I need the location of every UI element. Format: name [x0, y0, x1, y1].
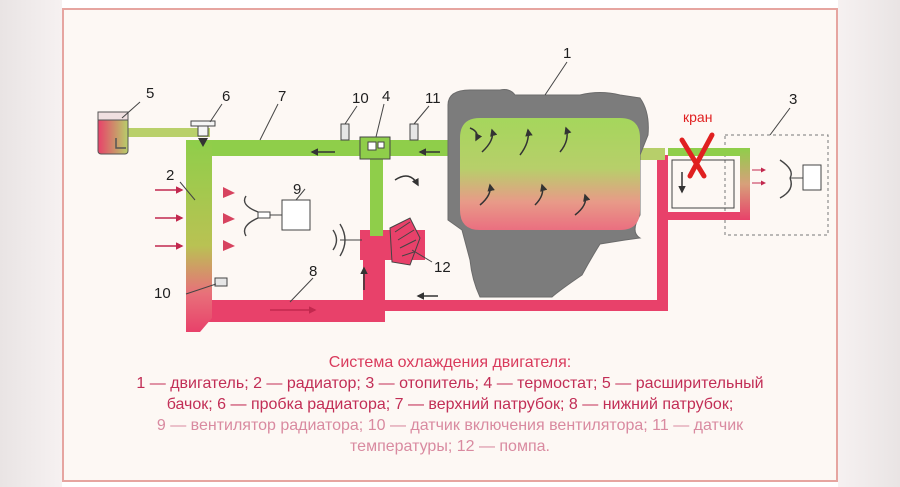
caption-line-1: 1 — двигатель; 2 — радиатор; 3 — отопите… — [136, 375, 764, 392]
valve-cross-mark — [679, 132, 715, 179]
label-10-top: 10 — [352, 90, 369, 107]
radiator-cap — [190, 120, 216, 147]
water-pump — [332, 217, 421, 266]
caption-line-2: бачок; 6 — пробка радиатора; 7 — верхний… — [166, 396, 734, 413]
label-12: 12 — [434, 259, 451, 276]
expansion-tank — [97, 111, 129, 155]
label-10-bottom: 10 — [154, 285, 171, 302]
label-6: 6 — [222, 88, 230, 105]
caption-line-4: температуры; 12 — помпа. — [350, 438, 550, 455]
label-7: 7 — [278, 88, 286, 105]
label-8: 8 — [309, 263, 317, 280]
label-9: 9 — [293, 181, 301, 198]
thermostat — [359, 136, 391, 160]
return-hose — [385, 155, 668, 311]
upper-hose — [122, 128, 665, 236]
label-2: 2 — [166, 167, 174, 184]
label-3: 3 — [789, 91, 797, 108]
caption-title: Система охлаждения двигателя: — [328, 354, 572, 371]
fan-sensor-10 — [340, 123, 350, 141]
right-blur-edge — [838, 0, 900, 487]
label-11: 11 — [425, 90, 441, 107]
air-flow-arrows — [155, 186, 184, 250]
engine-block — [447, 89, 649, 298]
fan-sensor-10-lower — [214, 277, 228, 287]
left-blur-edge — [0, 0, 62, 487]
heater — [668, 134, 829, 236]
label-valve: кран — [683, 109, 712, 125]
radiator-fan — [223, 187, 311, 251]
label-5: 5 — [146, 85, 154, 102]
caption-line-3: 9 — вентилятор радиатора; 10 — датчик вк… — [156, 417, 744, 434]
radiator — [186, 140, 212, 332]
coolant-flow-arrows — [270, 126, 686, 314]
temp-sensor-11 — [409, 123, 419, 141]
label-1: 1 — [563, 45, 571, 62]
diagram-caption: Система охлаждения двигателя: 1 — двигат… — [62, 352, 838, 457]
leader-lines — [121, 61, 791, 303]
label-4: 4 — [382, 88, 390, 105]
